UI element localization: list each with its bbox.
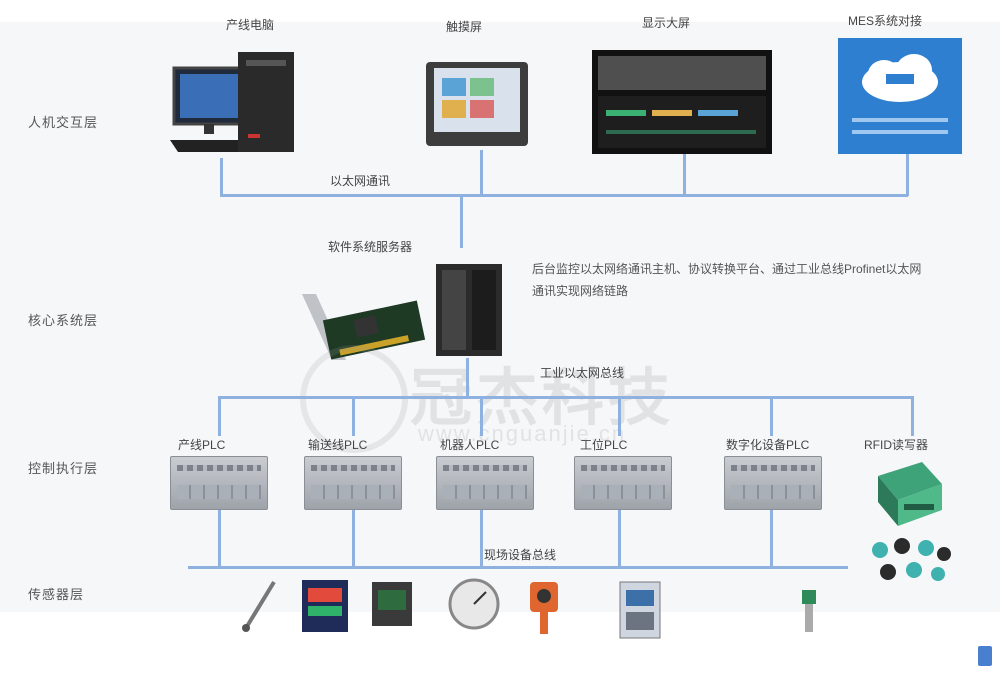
ethernet-trunk [460, 196, 463, 248]
ethernet-drop-touch [480, 150, 483, 196]
plc-label-1: 产线PLC [178, 438, 226, 452]
level-sensor-icon [802, 590, 816, 632]
core-trunk [466, 358, 469, 398]
watermark-logo-icon [300, 345, 408, 453]
layer-label-core: 核心系统层 [28, 313, 99, 328]
sensor-bus-label: 现场设备总线 [484, 548, 557, 562]
pressure-gauge-icon [448, 578, 500, 630]
ethernet-label: 以太网通讯 [330, 174, 391, 188]
sensor-drop-3 [480, 510, 483, 566]
desktop-pc-icon [170, 52, 294, 152]
rfid-label: RFID读写器 [864, 438, 928, 452]
watermark-url: www.cnguanjie.cn [418, 421, 627, 446]
server-icon [436, 264, 502, 356]
profinet-drop-5 [770, 396, 773, 436]
ethernet-drop-pc [220, 158, 223, 196]
plc-unit-1 [170, 456, 268, 510]
profinet-bus [218, 396, 914, 399]
profinet-drop-4 [618, 396, 621, 436]
profinet-label: 工业以太网总线 [540, 366, 625, 380]
layer-label-control: 控制执行层 [28, 461, 99, 476]
ethernet-bus [220, 194, 908, 197]
flow-meter-icon [619, 581, 661, 639]
server-label: 软件系统服务器 [328, 240, 413, 254]
plc-label-4: 工位PLC [580, 438, 628, 452]
layer-label-sensing: 传感器层 [28, 587, 85, 602]
plc-unit-3 [436, 456, 534, 510]
sensor-drop-4 [618, 510, 621, 566]
layer-label-hmi: 人机交互层 [28, 115, 99, 130]
scroll-top-button[interactable] [978, 646, 992, 666]
rfid-tags-icon [872, 538, 951, 581]
plc-unit-5 [724, 456, 822, 510]
hmi-label-mes: MES系统对接 [848, 14, 923, 28]
ethernet-drop-mes [906, 154, 909, 196]
profinet-drop-1 [218, 396, 221, 436]
touch-panel-icon [426, 62, 528, 146]
rfid-reader-icon [878, 462, 942, 526]
large-screen-icon [592, 50, 772, 154]
hmi-label-pc: 产线电脑 [226, 18, 275, 32]
plc-label-5: 数字化设备PLC [726, 438, 810, 452]
plc-label-3: 机器人PLC [440, 438, 500, 452]
temperature-probe-icon [242, 580, 276, 632]
sensor-drop-2 [352, 510, 355, 566]
plc-unit-4 [574, 456, 672, 510]
gas-detector-icon [530, 582, 558, 634]
panel-meter-icon [372, 582, 412, 626]
ethernet-drop-screen [683, 154, 686, 196]
hmi-label-touch: 触摸屏 [446, 20, 483, 34]
plc-unit-2 [304, 456, 402, 510]
sensor-bus [188, 566, 848, 569]
sensor-drop-1 [218, 510, 221, 566]
profinet-drop-6 [911, 396, 914, 436]
hmi-label-screen: 显示大屏 [642, 16, 691, 30]
temperature-controller-icon [302, 580, 348, 632]
plc-label-2: 输送线PLC [308, 438, 368, 452]
cloud-mes-icon [838, 38, 962, 154]
profinet-drop-3 [480, 396, 483, 436]
sensor-drop-5 [770, 510, 773, 566]
core-note: 后台监控以太网络通讯主机、协议转换平台、通过工业总线Profinet以太网通讯实… [532, 262, 922, 298]
profinet-drop-2 [352, 396, 355, 436]
